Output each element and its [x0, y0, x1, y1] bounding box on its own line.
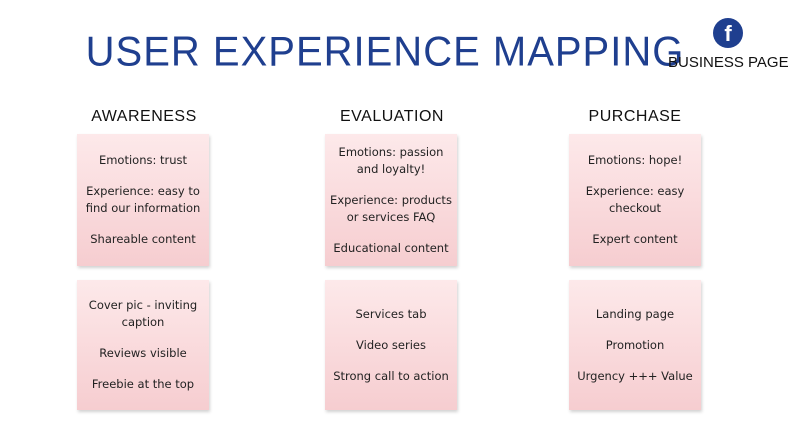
note-item: Landing page	[595, 306, 675, 321]
note-item: Urgency +++ Value	[577, 368, 693, 383]
note-item: Emotions: trust	[98, 153, 188, 167]
note-item: Emotions: hope!	[587, 153, 683, 167]
note-item: Cover pic - inviting caption	[88, 298, 198, 329]
note-item: Expert content	[592, 232, 678, 246]
note-item: Reviews visible	[99, 346, 187, 360]
note-item: Experience: easy to find our information	[85, 184, 201, 215]
sticky-note: Cover pic - inviting caption Reviews vis…	[77, 280, 209, 410]
business-page-label: BUSINESS PAGE	[668, 54, 789, 71]
note-item: Strong call to action	[333, 368, 449, 383]
note-item: Shareable content	[90, 232, 196, 246]
page-title: USER EXPERIENCE MAPPING	[85, 28, 685, 76]
note-item: Experience: easy checkout	[585, 184, 685, 215]
note-item: Experience: products or services FAQ	[330, 192, 452, 224]
note-item: Video series	[356, 337, 426, 352]
sticky-note: Services tab Video series Strong call to…	[325, 280, 457, 410]
column-heading-purchase: PURCHASE	[588, 108, 682, 125]
sticky-note: Landing page Promotion Urgency +++ Value	[569, 280, 701, 410]
sticky-note: Emotions: passion and loyalty! Experienc…	[325, 134, 457, 266]
note-item: Freebie at the top	[91, 377, 195, 391]
sticky-note: Emotions: hope! Experience: easy checkou…	[569, 134, 701, 266]
note-item: Promotion	[605, 337, 665, 352]
business-page-link[interactable]: f BUSINESS PAGE	[668, 18, 789, 71]
column-heading-evaluation: EVALUATION	[340, 108, 444, 125]
facebook-icon[interactable]: f	[713, 18, 743, 48]
note-item: Emotions: passion and loyalty!	[338, 144, 444, 176]
note-item: Educational content	[333, 240, 449, 255]
note-item: Services tab	[355, 306, 427, 321]
column-heading-awareness: AWARENESS	[91, 108, 197, 125]
sticky-note: Emotions: trust Experience: easy to find…	[77, 134, 209, 266]
